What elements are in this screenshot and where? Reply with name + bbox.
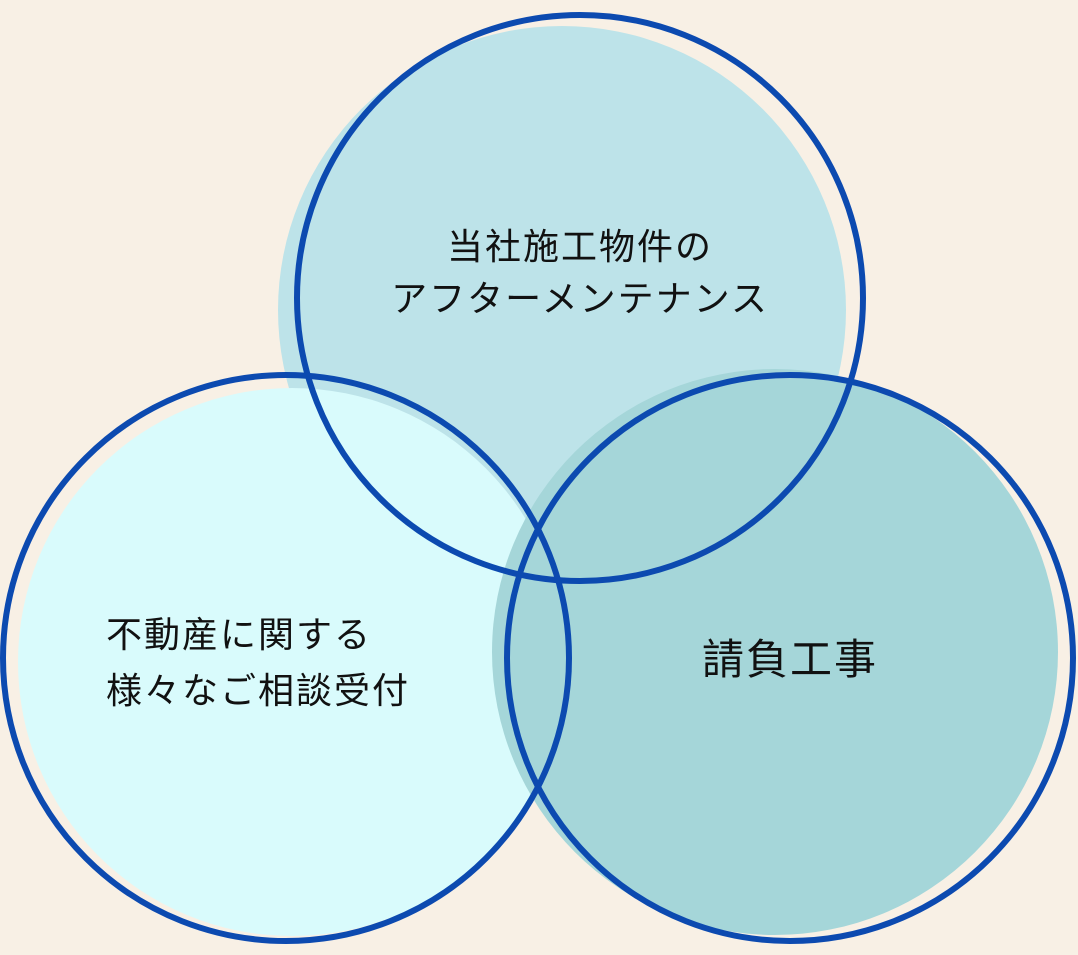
circle-right-label-text: 請負工事 bbox=[701, 635, 878, 684]
circle-top-label-line1: 当社施工物件の bbox=[446, 227, 713, 268]
circle-top-label-line2: アフターメンテナンス bbox=[391, 279, 769, 320]
circle-left-label: 不動産に関する 様々なご相談受付 bbox=[106, 608, 466, 720]
circle-left-outline bbox=[0, 372, 572, 944]
circle-top-label: 当社施工物件の アフターメンテナンス bbox=[330, 222, 830, 326]
circle-left-label-line1: 不動産に関する bbox=[106, 615, 373, 656]
circle-right-outline bbox=[504, 372, 1076, 944]
circle-right-fill bbox=[492, 369, 1058, 935]
circle-left-label-line2: 様々なご相談受付 bbox=[106, 671, 411, 712]
circle-right-label: 請負工事 bbox=[640, 630, 940, 690]
circle-top-outline bbox=[294, 12, 866, 584]
circle-left-fill bbox=[18, 388, 566, 936]
